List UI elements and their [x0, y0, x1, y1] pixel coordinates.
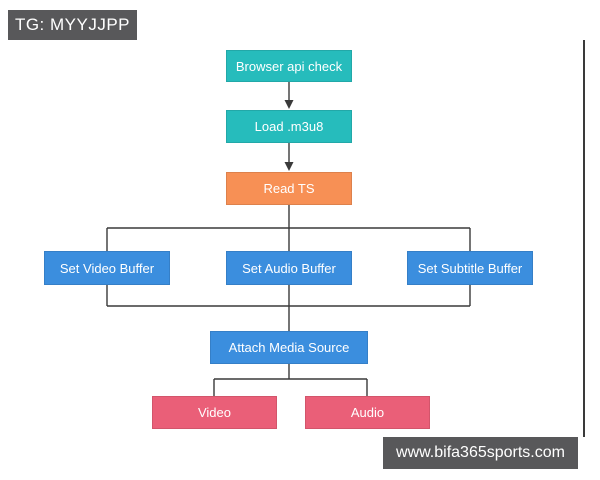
right-border-line: [583, 40, 585, 437]
node-browser-api-check: Browser api check: [226, 50, 352, 82]
node-set-subtitle-buffer: Set Subtitle Buffer: [407, 251, 533, 285]
node-set-video-buffer: Set Video Buffer: [44, 251, 170, 285]
arrowhead-read: [284, 162, 294, 171]
node-load-m3u8: Load .m3u8: [226, 110, 352, 143]
site-watermark: www.bifa365sports.com: [383, 437, 578, 469]
node-read-ts: Read TS: [226, 172, 352, 205]
edges-read-to-buffers: [106, 205, 471, 251]
edges-buffers-to-attach: [106, 285, 471, 331]
tg-tag-label: TG: MYYJJPP: [8, 10, 137, 40]
node-video-output: Video: [152, 396, 277, 429]
arrowhead-load: [284, 100, 294, 109]
node-audio-output: Audio: [305, 396, 430, 429]
node-attach-media-source: Attach Media Source: [210, 331, 368, 364]
node-set-audio-buffer: Set Audio Buffer: [226, 251, 352, 285]
edges-attach-to-outputs: [213, 364, 368, 396]
